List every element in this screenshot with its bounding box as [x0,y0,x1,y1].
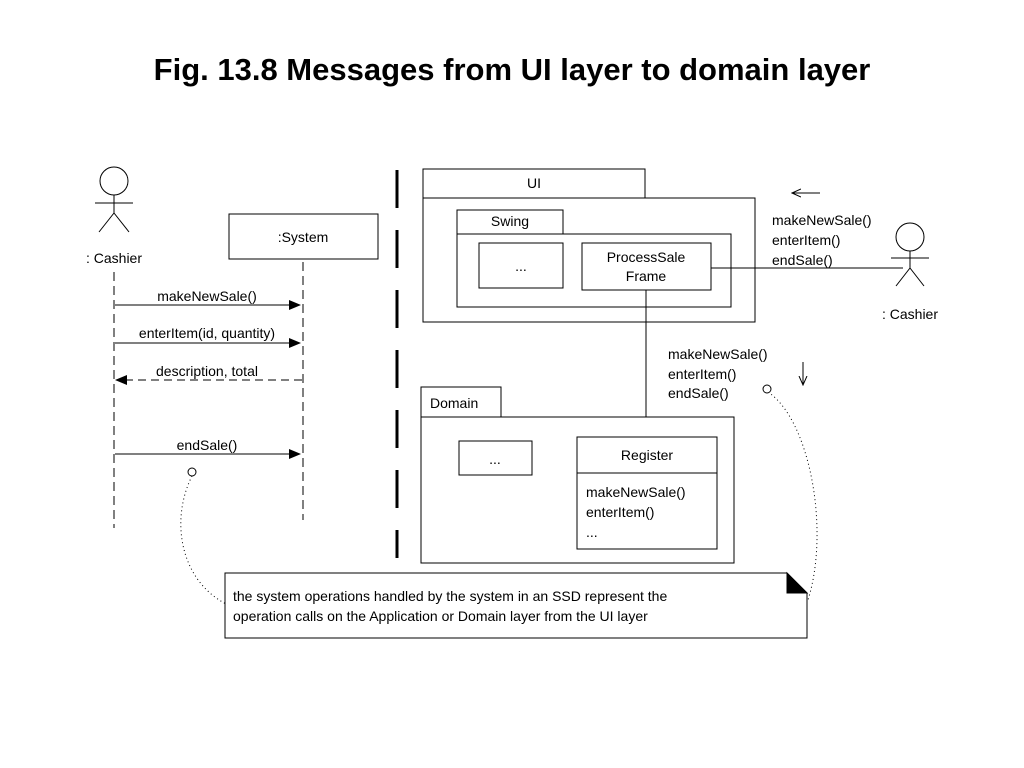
actor-head [99,166,129,196]
actor-head [895,222,925,252]
processsale-frame-label-line2: Frame [626,268,667,284]
note-corner-fold [786,571,809,594]
domain-package-label: Domain [430,395,478,411]
register-op-1: makeNewSale() [586,484,686,500]
actor-leg-right [909,267,925,287]
cashier-label-left: : Cashier [86,250,142,266]
note-anchor-left [180,475,227,605]
cashier-actor-left [95,166,133,233]
return-label-description-total: description, total [156,363,258,379]
actor-leg-left [895,267,911,287]
processsale-frame-label-line1: ProcessSale [607,249,686,265]
note-anchor-right-end [762,384,772,394]
domain-ellipsis-label: ... [489,451,501,467]
page-title: Fig. 13.8 Messages from UI layer to doma… [153,52,871,87]
message-label-makenewsale: makeNewSale() [157,288,257,304]
message-label-enteritem: enterItem(id, quantity) [139,325,275,341]
ui-ellipsis-class [478,242,564,289]
system-box [228,213,379,260]
register-class [576,436,718,550]
cashier-label-right: : Cashier [882,306,938,322]
frame-register-op-3: endSale() [668,385,729,401]
note-anchor-left-end [187,467,197,477]
register-op-2: enterItem() [586,504,654,520]
message-label-endsale: endSale() [177,437,238,453]
cashier-actor-right [891,222,929,287]
cashier-frame-op-2: enterItem() [772,232,840,248]
system-label: :System [278,229,329,245]
cashier-frame-op-3: endSale() [772,252,833,268]
ui-package-label: UI [527,175,541,191]
register-name: Register [621,447,673,463]
domain-ellipsis-class [458,440,533,476]
frame-register-op-1: makeNewSale() [668,346,768,362]
register-op-3: ... [586,524,598,540]
note-body [224,572,808,639]
processsale-frame-class [581,242,712,291]
note-text-line2: operation calls on the Application or Do… [233,608,648,624]
cashier-frame-op-1: makeNewSale() [772,212,872,228]
domain-package-tab [420,386,502,418]
frame-register-op-2: enterItem() [668,366,736,382]
swing-package-label: Swing [491,213,529,229]
actor-leg-right [113,212,130,233]
ui-ellipsis-label: ... [515,258,527,274]
ssd-note: the system operations handled by the sys… [224,571,809,639]
note-text-line1: the system operations handled by the sys… [233,588,667,604]
note-anchor-right [767,391,818,601]
actor-leg-left [98,212,115,233]
